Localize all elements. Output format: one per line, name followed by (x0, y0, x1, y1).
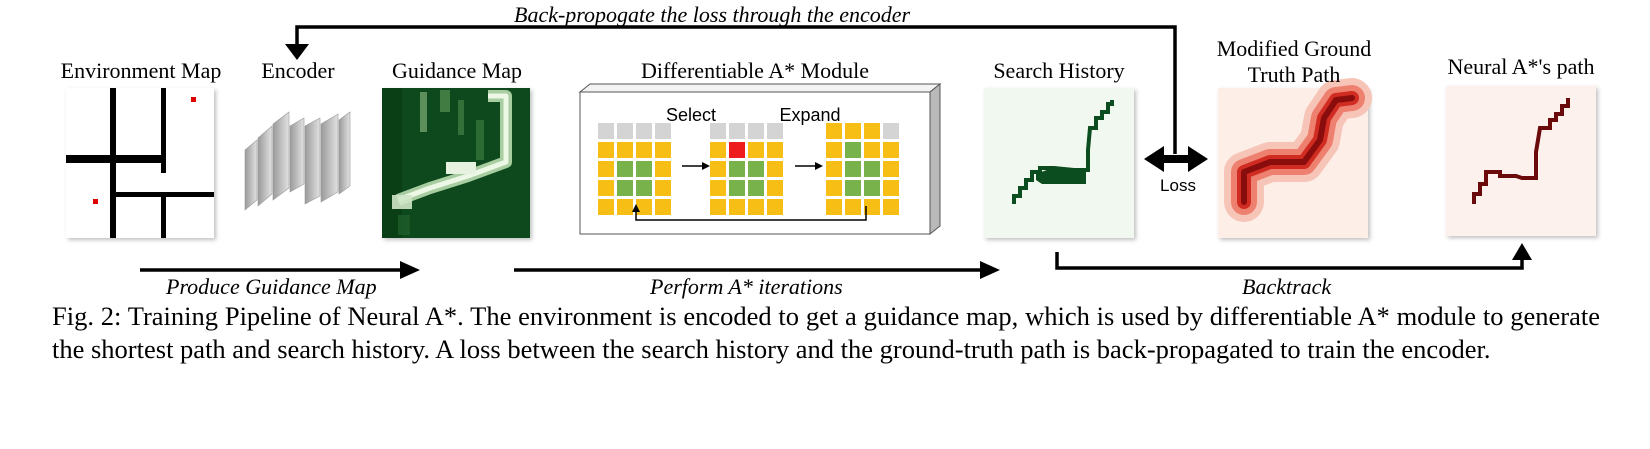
grid-cell (864, 123, 880, 139)
grid-cell (636, 199, 652, 215)
grid-cell (710, 199, 726, 215)
grid-cell (826, 123, 842, 139)
encoder-network (244, 111, 351, 211)
select-label: Select (665, 105, 717, 125)
grid-cell (748, 199, 764, 215)
neural-astar-path-map (1446, 86, 1596, 236)
astar-module-label: Differentiable A* Module (640, 58, 870, 83)
grid-cell (767, 123, 783, 139)
neural-astar-path (1472, 98, 1570, 204)
start-marker (191, 97, 196, 102)
grid-cell (617, 123, 633, 139)
search-history-map (984, 88, 1134, 238)
grid-cell (636, 142, 652, 158)
grid-cell (655, 161, 671, 177)
grid-cell (598, 142, 614, 158)
grid-cell (636, 161, 652, 177)
guidance-map-label: Guidance Map (391, 58, 523, 83)
grid-cell (883, 123, 899, 139)
perform-astar-arrow (514, 261, 1000, 279)
produce-arrow-label: Produce Guidance Map (166, 274, 377, 299)
grid-cell (655, 180, 671, 196)
grid-cell (845, 161, 861, 177)
backtrack-arrow (1055, 243, 1532, 270)
grid-cell (710, 142, 726, 158)
grid-cell (767, 199, 783, 215)
grid-cell (598, 199, 614, 215)
search-history-path (1012, 100, 1114, 204)
grid-cell (729, 161, 745, 177)
grid-cell (826, 180, 842, 196)
perform-arrow-label: Perform A* iterations (650, 274, 843, 299)
grid-cell (710, 180, 726, 196)
grid-cell (748, 180, 764, 196)
backtrack-arrow-label: Backtrack (1242, 274, 1332, 299)
loss-double-arrow (1144, 146, 1208, 172)
grid-cell (883, 142, 899, 158)
backprop-arrow (285, 25, 1177, 154)
grid-cell (655, 199, 671, 215)
grid-cell (598, 180, 614, 196)
grid-cell (767, 180, 783, 196)
grid-cell (845, 180, 861, 196)
grid-cell (864, 142, 880, 158)
grid-cell (883, 180, 899, 196)
grid-cell (617, 142, 633, 158)
astar-grid-before (598, 123, 671, 215)
astar-iteration-arrows (632, 162, 867, 221)
goal-marker (93, 199, 98, 204)
grid-cell (748, 161, 764, 177)
grid-cell (636, 123, 652, 139)
grid-cell (729, 142, 745, 158)
grid-cell (767, 142, 783, 158)
grid-cell (864, 199, 880, 215)
grid-cell (845, 142, 861, 158)
environment-obstacles (66, 88, 214, 238)
grid-cell (767, 161, 783, 177)
expand-label: Expand (779, 105, 841, 125)
grid-cell (655, 142, 671, 158)
grid-cell (617, 199, 633, 215)
grid-cell (845, 199, 861, 215)
grid-cell (598, 161, 614, 177)
grid-cell (598, 123, 614, 139)
astar-grid-expand (826, 123, 899, 215)
guidance-map-texture (382, 88, 512, 238)
grid-cell (826, 142, 842, 158)
grid-cell (729, 199, 745, 215)
grid-cell (655, 123, 671, 139)
grid-cell (826, 199, 842, 215)
astar-grid-select (710, 123, 783, 215)
grid-cell (748, 142, 764, 158)
loss-label: Loss (1160, 176, 1196, 195)
grid-cell (710, 123, 726, 139)
grid-cell (617, 161, 633, 177)
grid-cell (845, 123, 861, 139)
backprop-arrow-label: Back-propogate the loss through the enco… (514, 2, 911, 27)
pipeline-figure (66, 25, 1596, 279)
grid-cell (729, 180, 745, 196)
grid-cell (883, 161, 899, 177)
grid-cell (826, 161, 842, 177)
grid-cell (729, 123, 745, 139)
produce-guidance-arrow (140, 261, 420, 279)
modified-gt-label-line1: Modified Ground (1216, 36, 1372, 61)
neural-path-label: Neural A*'s path (1447, 54, 1595, 79)
grid-cell (636, 180, 652, 196)
figure-caption: Fig. 2: Training Pipeline of Neural A*. … (52, 301, 1600, 364)
modified-gt-label-line2: Truth Path (1247, 62, 1341, 87)
modified-ground-truth-path (1224, 78, 1372, 222)
environment-map-label: Environment Map (60, 58, 222, 83)
encoder-label: Encoder (261, 58, 335, 83)
grid-cell (748, 123, 764, 139)
grid-cell (883, 199, 899, 215)
grid-cell (864, 180, 880, 196)
grid-cell (617, 180, 633, 196)
search-history-label: Search History (993, 58, 1125, 83)
grid-cell (864, 161, 880, 177)
grid-cell (710, 161, 726, 177)
